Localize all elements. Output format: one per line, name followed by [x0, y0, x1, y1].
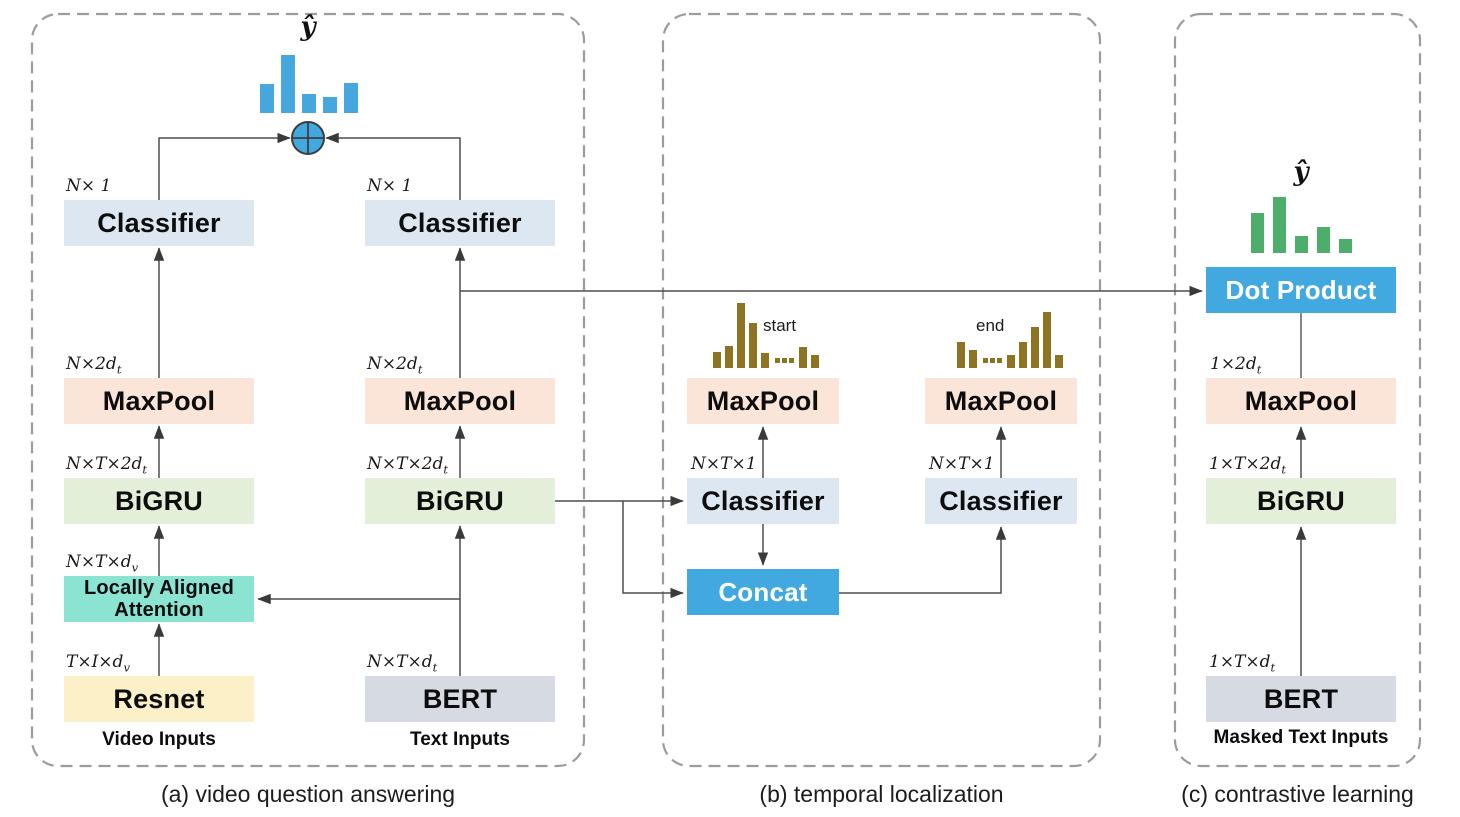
- dim-classifier-end: N×T×1: [929, 454, 995, 474]
- y-hat-label-qa: ŷ: [300, 12, 316, 42]
- dim-bert: N×T×dt: [367, 652, 438, 675]
- answer-distribution-histogram: [260, 55, 358, 113]
- maxpool-text-box: MaxPool: [365, 378, 555, 424]
- bert-box: BERT: [365, 676, 555, 722]
- maxpool-start-box: MaxPool: [687, 378, 839, 424]
- panel-b-border: [661, 12, 1102, 768]
- dim-classifier-text: N× 1: [367, 176, 413, 196]
- arrow-classifier-text-to-sum: [325, 132, 461, 200]
- start-label: start: [763, 316, 797, 335]
- text-inputs-label: Text Inputs: [410, 729, 510, 750]
- bigru-text-box: BiGRU: [365, 478, 555, 524]
- panel-a-caption: (a) video question answering: [160, 781, 456, 807]
- classifier-end-box: Classifier: [925, 478, 1077, 524]
- laa-line2: Attention: [114, 599, 204, 621]
- dim-attention: N×T×dv: [66, 552, 139, 575]
- dim-bigru-contrastive: 1×T×2dt: [1209, 454, 1286, 477]
- video-inputs-label: Video Inputs: [102, 729, 216, 750]
- maxpool-video-box: MaxPool: [64, 378, 254, 424]
- dot-product-box: Dot Product: [1206, 267, 1396, 313]
- start-probability-histogram: [713, 303, 819, 368]
- dim-bigru-text: N×T×2dt: [367, 454, 449, 477]
- arrow-classifier-video-to-sum: [158, 132, 291, 200]
- resnet-box: Resnet: [64, 676, 254, 722]
- masked-text-inputs-label: Masked Text Inputs: [1213, 727, 1389, 748]
- dim-maxpool-text: N×2dt: [367, 354, 423, 377]
- classifier-start-box: Classifier: [687, 478, 839, 524]
- bigru-contrastive-box: BiGRU: [1206, 478, 1396, 524]
- sum-operator-icon: [291, 121, 325, 155]
- end-probability-histogram: [957, 312, 1063, 368]
- classifier-text-box: Classifier: [365, 200, 555, 246]
- dim-bert-contrastive: 1×T×dt: [1209, 652, 1276, 675]
- bert-contrastive-box: BERT: [1206, 676, 1396, 722]
- panel-a-border: [30, 12, 586, 768]
- dim-classifier-start: N×T×1: [691, 454, 757, 474]
- bigru-video-box: BiGRU: [64, 478, 254, 524]
- y-hat-label-contrastive: ŷ: [1293, 157, 1309, 187]
- concat-box: Concat: [687, 569, 839, 615]
- dim-resnet: T×I×dv: [66, 652, 130, 675]
- maxpool-contrastive-box: MaxPool: [1206, 378, 1396, 424]
- dim-bigru-video: N×T×2dt: [66, 454, 148, 477]
- maxpool-end-box: MaxPool: [925, 378, 1077, 424]
- dim-maxpool-video: N×2dt: [66, 354, 122, 377]
- contrastive-score-histogram: [1251, 197, 1352, 253]
- dim-classifier-video: N× 1: [66, 176, 112, 196]
- dim-maxpool-contrastive: 1×2dt: [1210, 354, 1262, 377]
- panel-c-border: [1173, 12, 1422, 768]
- locally-aligned-attention-box: Locally Aligned Attention: [64, 576, 254, 622]
- classifier-video-box: Classifier: [64, 200, 254, 246]
- laa-line1: Locally Aligned: [83, 577, 235, 599]
- panel-c-caption: (c) contrastive learning: [1181, 781, 1414, 807]
- end-label: end: [976, 316, 1005, 335]
- arrow-concat-to-classifier-end: [839, 526, 1007, 594]
- panel-b-caption: (b) temporal localization: [759, 781, 1004, 807]
- arrow-bigru-branch-to-concat: [622, 501, 684, 599]
